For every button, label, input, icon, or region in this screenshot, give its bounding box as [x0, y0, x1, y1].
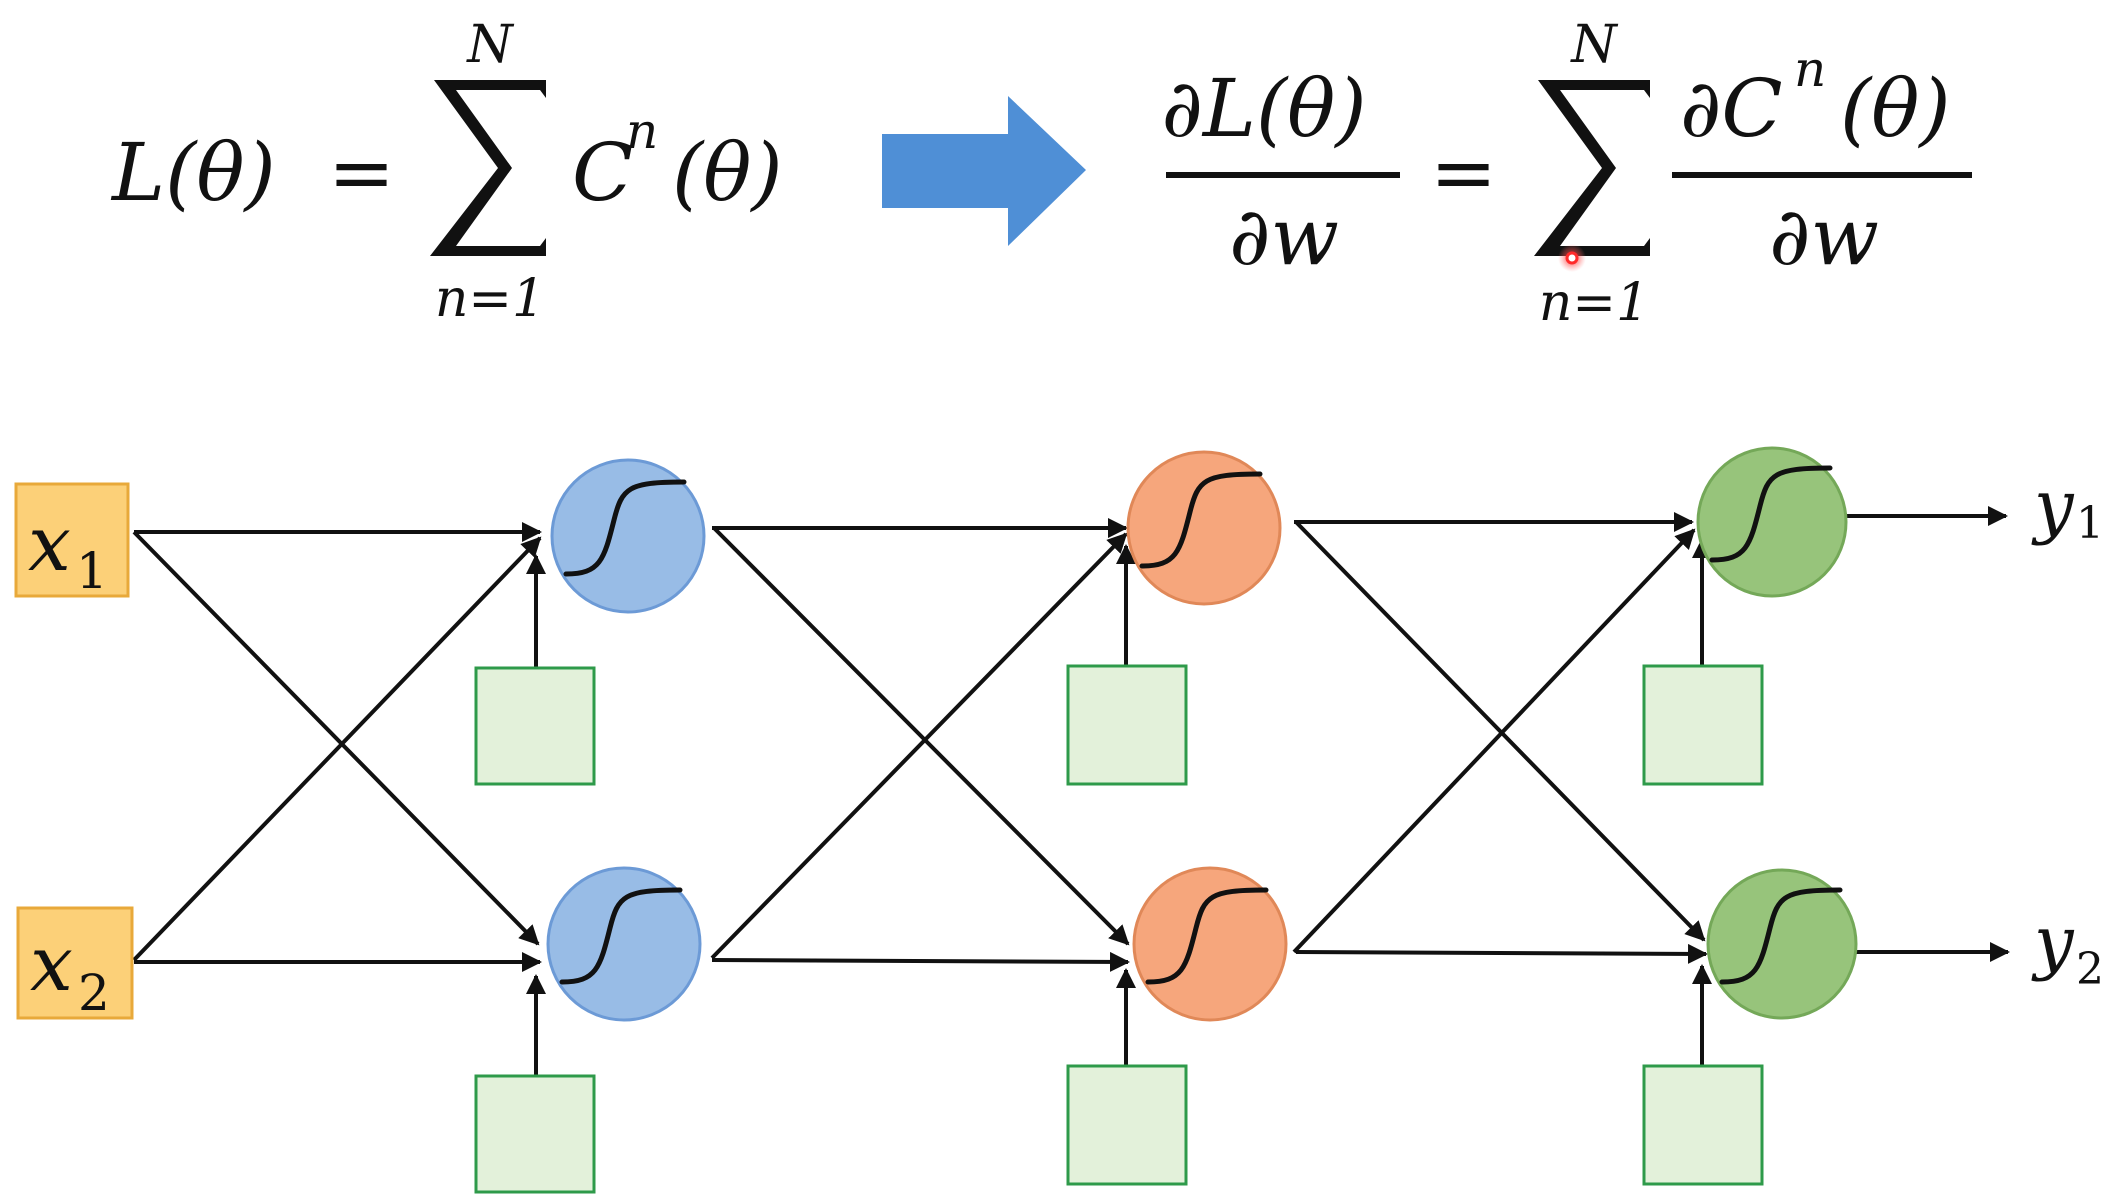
neuron-layer2-bottom [1132, 866, 1288, 1022]
output-label-base: y [2031, 901, 2075, 983]
cost-term-base: C [572, 126, 633, 219]
neuron-circle [1132, 866, 1288, 1022]
bias-box [474, 1074, 596, 1194]
neuron-circle [546, 866, 702, 1022]
neuron-circle [1706, 868, 1858, 1020]
input-node-x1: x 1 [14, 482, 130, 600]
output-label-y2: y 2 [2031, 901, 2104, 995]
sigmoid-icon [1719, 887, 1843, 985]
summation-symbol-icon [430, 80, 546, 256]
loss-equation: L(θ) = N n=1 C n (θ) [110, 15, 783, 329]
connection-arrow [710, 532, 1128, 960]
sum-upper-limit: N [1569, 15, 1618, 75]
output-label-y1: y 1 [2031, 465, 2104, 549]
gradient-rhs-numerator-argument: (θ) [1840, 62, 1951, 155]
gradient-lhs-denominator: ∂w [1229, 190, 1339, 283]
fraction-bar [1672, 172, 1972, 178]
bias-box [1642, 664, 1764, 786]
neuron-circle [1696, 446, 1848, 598]
connection-arrow [1292, 528, 1696, 954]
input-box [16, 906, 134, 1020]
bias-box [1642, 1064, 1764, 1186]
sigmoid-icon [1145, 887, 1269, 985]
input-label-subscript: 2 [78, 964, 110, 1022]
sum-upper-limit: N [465, 15, 514, 75]
neuron-layer1-bottom [546, 866, 702, 1022]
bias-box [474, 666, 596, 786]
sum-lower-limit: n=1 [1539, 273, 1649, 333]
input-label-base: x [28, 499, 71, 588]
output-label-subscript: 2 [2076, 944, 2104, 995]
cost-term-argument: (θ) [672, 126, 783, 219]
connection-arrow [712, 526, 1130, 946]
connection-arrow [132, 530, 540, 946]
sigmoid-icon [559, 887, 683, 985]
neuron-circle [1126, 450, 1282, 606]
connection-arrow [711, 951, 1130, 972]
neuron-layer3-top [1696, 446, 1848, 598]
input-label-subscript: 1 [76, 542, 108, 600]
gradient-rhs-numerator-base: ∂C [1680, 62, 1783, 155]
implies-arrow-icon [882, 96, 1086, 246]
gradient-equals: = [1430, 126, 1497, 219]
connection-arrow [132, 536, 542, 962]
sum-lower-limit: n=1 [435, 269, 545, 329]
cost-term-superscript: n [626, 102, 658, 160]
bias-box [1066, 664, 1188, 786]
neuron-layer3-bottom [1706, 868, 1858, 1020]
loss-equals: = [328, 126, 395, 219]
gradient-rhs-numerator-superscript: n [1794, 40, 1826, 98]
summation-symbol-icon [1534, 80, 1650, 256]
sigmoid-icon [1709, 465, 1833, 563]
sigmoid-icon [1139, 471, 1263, 569]
loss-lhs: L(θ) [110, 126, 276, 219]
laser-pointer-center [1565, 251, 1579, 265]
output-label-subscript: 1 [2076, 498, 2104, 549]
neuron-layer1-top [550, 458, 706, 614]
gradient-rhs-denominator: ∂w [1769, 190, 1879, 283]
gradient-equation: ∂L(θ) ∂w = N n=1 ∂C n (θ) ∂w [1161, 15, 1972, 333]
gradient-lhs-numerator: ∂L(θ) [1161, 62, 1366, 155]
sigmoid-icon [563, 479, 687, 577]
input-label-base: x [30, 919, 73, 1008]
connection-arrow [1294, 520, 1706, 942]
fraction-bar [1166, 172, 1400, 178]
input-node-x2: x 2 [16, 906, 134, 1022]
output-label-base: y [2031, 465, 2075, 547]
bias-box [1066, 1064, 1188, 1186]
neuron-circle [550, 458, 706, 614]
network-connections [132, 506, 2010, 1076]
connection-arrow [1295, 943, 1708, 964]
input-box [14, 482, 130, 598]
neuron-layer2-top [1126, 450, 1282, 606]
